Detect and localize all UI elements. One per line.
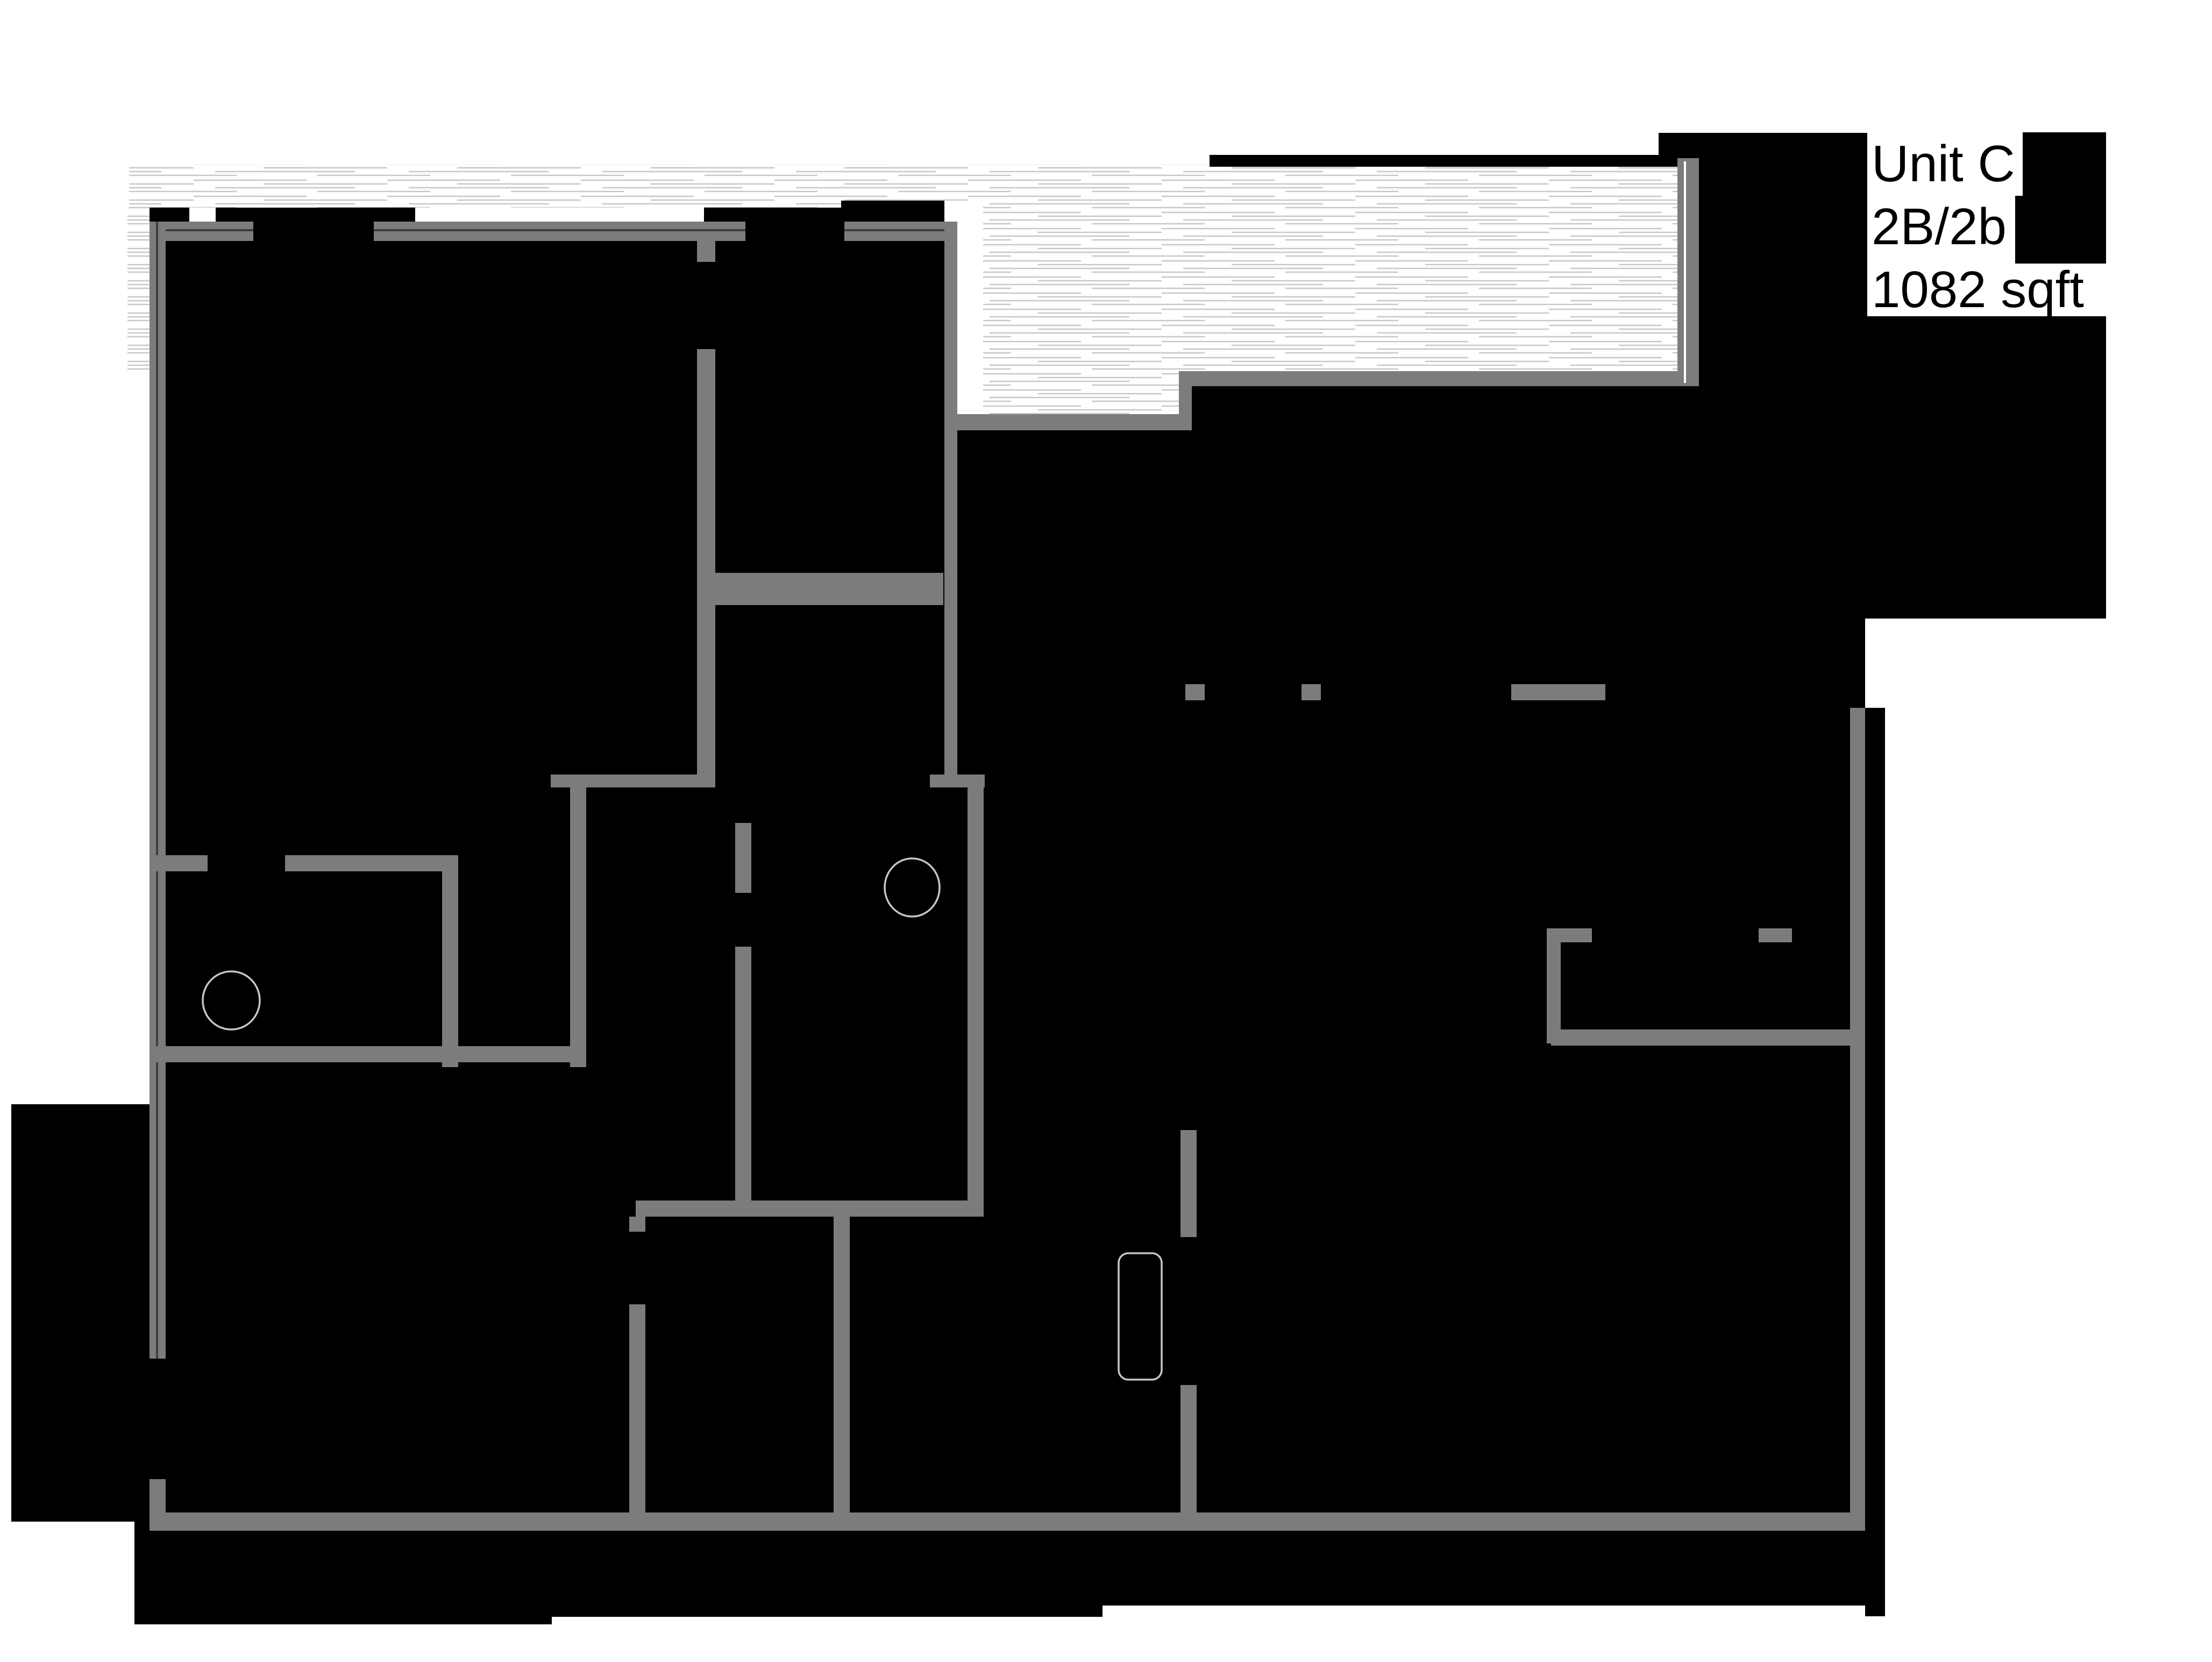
unit-name: Unit C: [1872, 135, 2015, 193]
wall-bottom-exterior: [150, 1512, 1865, 1531]
wall-deck-right-inner-line: [1684, 161, 1686, 383]
wall-pantry-left: [1547, 928, 1561, 1043]
wall-bath2-bottom: [636, 1201, 984, 1217]
wall-center-vertical: [834, 1217, 850, 1512]
label-side-block-1: [2023, 132, 2106, 196]
window-glazing-gap-1: [253, 222, 374, 241]
wall-kitchen-stub-b: [1301, 684, 1321, 700]
wall-kitchen-segment: [1511, 684, 1605, 700]
wall-bedroom1-bottom-a: [150, 855, 208, 871]
window-opening-1: [189, 208, 216, 222]
deck-top-edge-line: [1210, 155, 1692, 167]
wall-hall-vertical: [697, 349, 715, 775]
wall-left-inner-line: [156, 222, 158, 1359]
wall-hall-stub-top: [697, 241, 715, 262]
wall-pantry-top-left-stub: [1547, 928, 1592, 942]
label-side-block-2: [2015, 196, 2106, 264]
northeast-black-bar: [1699, 133, 1867, 399]
window-opening-2: [415, 208, 704, 222]
wall-right-exterior: [1850, 708, 1865, 1531]
wall-bath2-left-lower: [735, 947, 751, 1201]
northeast-entry-step: [1699, 619, 1865, 708]
bottom-band-middle: [552, 1531, 1103, 1617]
wall-deck-right: [1677, 158, 1699, 386]
wall-kitchen-stub-a: [1185, 684, 1205, 700]
wall-deck-bottom: [1179, 371, 1677, 386]
center-rooms-mass: [957, 430, 1179, 1531]
right-edge-strip: [1865, 708, 1885, 1616]
window-glazing-gap-2: [745, 222, 844, 241]
southwest-block: [134, 1104, 552, 1624]
rounded-rect-fixture: [1118, 1252, 1163, 1381]
wall-stub-above-fixture: [1180, 1130, 1197, 1237]
deck-hatch-top-strip-2: [841, 165, 983, 201]
label-bottom-block: [1867, 316, 2106, 399]
wall-under-deck-left: [957, 414, 1192, 430]
wall-bath1-bottom: [150, 1046, 586, 1062]
oval-fixture-bath-1: [202, 970, 261, 1031]
wall-bath2-top-stub: [930, 775, 985, 787]
oval-fixture-bath-2: [884, 857, 941, 918]
wall-stub-below-fixture: [1180, 1385, 1197, 1512]
deck-hatch-main: [983, 165, 1677, 371]
wall-bedroom1-right: [944, 222, 957, 787]
wall-bedroom1-bottom-b: [285, 855, 458, 871]
unit-bed-bath: 2B/2b: [1872, 198, 2007, 255]
bottom-band-right: [1103, 1531, 1885, 1606]
wall-below-bath2-stub: [629, 1217, 645, 1232]
wall-kitchen-thick: [715, 573, 943, 605]
wall-bath2-right: [968, 787, 984, 1201]
wall-bath1-right: [442, 855, 458, 1067]
deck-hatch-lower-left: [983, 371, 1179, 414]
wall-closet-vertical: [570, 775, 586, 1067]
southwest-block-outer: [11, 1104, 134, 1522]
deck-hatch-top-strip: [129, 165, 841, 208]
wall-pantry-bottom: [1551, 1029, 1863, 1046]
unit-area: 1082 sqft: [1872, 261, 2084, 318]
wall-below-bath2-lower: [629, 1304, 645, 1512]
wall-bath2-left-upper: [735, 823, 751, 893]
unit-label: Unit C 2B/2b 1082 sqft: [1872, 132, 2119, 321]
northeast-entry-mass: [1699, 386, 2106, 619]
wall-top-inner-line: [150, 229, 957, 231]
deck-hatch-left-strip: [127, 208, 150, 374]
wall-pantry-top-right-stub: [1759, 928, 1792, 942]
